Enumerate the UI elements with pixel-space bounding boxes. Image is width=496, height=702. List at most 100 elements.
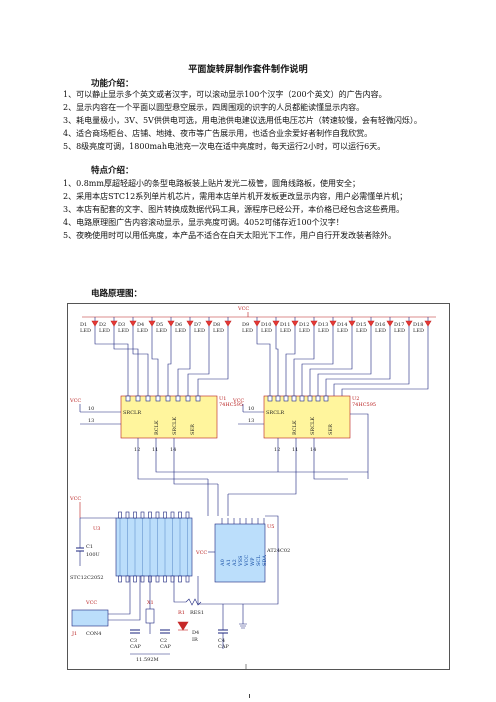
section-heading-features: 功能介绍： — [91, 79, 134, 89]
eeprom-pin-scl: SCL — [256, 555, 262, 566]
ir-diode-icon — [177, 621, 189, 631]
c4-label: C4 — [218, 638, 225, 644]
svg-text:D14: D14 — [337, 322, 347, 328]
svg-text:LED: LED — [375, 328, 386, 334]
list-item: 1、0.8mm厚超轻超小的条型电路板装上贴片发光二极管，圆角线路板，使用安全； — [63, 179, 360, 188]
list-item: 4、适合商场柜台、店铺、地摊、夜市等广告展示用，也适合业余爱好者制作自我欣赏。 — [63, 129, 373, 138]
svg-text:D13: D13 — [318, 322, 328, 328]
eeprom-pin-vcc: VCC — [244, 555, 250, 567]
svg-text:LED: LED — [394, 328, 405, 334]
svg-text:LED: LED — [280, 328, 291, 334]
svg-text:D6: D6 — [175, 322, 182, 328]
list-item: 3、本店有配套的文字、图片转换成数据代码工具，源程序已经公开，本价格已经包含这些… — [63, 205, 405, 214]
vcc-label-u1: VCC — [69, 398, 81, 404]
svg-text:LED: LED — [242, 328, 253, 334]
x1-crystal — [145, 608, 155, 624]
schematic-drawing: VCC D1LEDD2LEDD3LEDD4LEDD5LEDD6LEDD7LEDD… — [69, 306, 436, 669]
svg-text:11: 11 — [292, 447, 298, 453]
svg-text:CAP: CAP — [160, 644, 171, 650]
svg-text:D4: D4 — [137, 322, 144, 328]
svg-text:LED: LED — [337, 328, 348, 334]
svg-text:D3: D3 — [118, 322, 125, 328]
u5-eeprom — [214, 523, 266, 583]
schematic-heading: 电路原理图： — [91, 289, 143, 299]
eeprom-pin-vss: VSS — [238, 555, 244, 567]
j1-part: CON4 — [86, 631, 101, 637]
list-item: 3、耗电量极小，3V、5V供供电可选，用电池供电建议选用低电压芯片（转速较慢，会… — [63, 116, 422, 125]
svg-text:LED: LED — [299, 328, 310, 334]
u3-mcu — [115, 517, 193, 577]
c1-label: C1 — [86, 544, 93, 550]
d4-label: D4 — [192, 630, 199, 636]
svg-text:LED: LED — [99, 328, 110, 334]
c3-label: C3 — [130, 638, 137, 644]
svg-text:D16: D16 — [375, 322, 385, 328]
svg-text:LED: LED — [80, 328, 91, 334]
characteristics-list: 1、0.8mm厚超轻超小的条型电路板装上贴片发光二极管，圆角线路板，使用安全； … — [63, 177, 441, 242]
c2-label: C2 — [160, 638, 167, 644]
eeprom-pin-sda: SDA — [262, 555, 268, 566]
u1-chip — [120, 395, 218, 439]
r1-resistor — [185, 598, 202, 606]
u2-pin-ser: SER — [328, 424, 334, 435]
r1-part: RES1 — [190, 610, 204, 616]
svg-text:LED: LED — [137, 328, 148, 334]
list-item: 1、可以静止显示多个英文或者汉字，可以滚动显示100个汉字（200个英文）的广告… — [63, 90, 387, 99]
svg-text:D1: D1 — [80, 322, 87, 328]
svg-text:14: 14 — [170, 447, 176, 453]
svg-text:12: 12 — [134, 447, 140, 453]
list-item: 5、夜晚使用时可以用低亮度，本产品不适合在白天太阳光下工作，用户自行开发改装者除… — [63, 231, 397, 240]
svg-text:D17: D17 — [394, 322, 404, 328]
u1-pin-ser: SER — [190, 424, 196, 435]
list-item: 2、采用本店STC12系列单片机芯片，需用本店单片机开发板更改显示内容，用户必需… — [63, 192, 408, 201]
svg-text:D2: D2 — [99, 322, 106, 328]
u1-label: U1 — [219, 396, 226, 402]
svg-text:LED: LED — [413, 328, 424, 334]
vcc-label-u3: VCC — [69, 496, 81, 502]
eeprom-pin-a1: A1 — [226, 559, 232, 567]
svg-text:LED: LED — [156, 328, 167, 334]
svg-text:D7: D7 — [194, 322, 201, 328]
svg-text:10: 10 — [248, 406, 254, 412]
list-item: 5、8级亮度可调，1800mah电池充一次电在适中亮度时，每天运行2小时，可以运… — [63, 142, 386, 151]
svg-text:D9: D9 — [242, 322, 249, 328]
u5-label: U5 — [267, 524, 274, 530]
svg-text:D10: D10 — [261, 322, 271, 328]
svg-text:14: 14 — [310, 447, 316, 453]
list-item: 2、显示内容在一个平面以圆型悬空展示，四周围观的识字的人员都能读懂显示内容。 — [63, 103, 365, 112]
u2-chip — [263, 395, 351, 439]
u2-label: U2 — [352, 396, 359, 402]
c1-value: 100U — [86, 552, 100, 558]
j1-label: J1 — [71, 631, 77, 637]
svg-text:D11: D11 — [280, 322, 290, 328]
svg-text:D12: D12 — [299, 322, 309, 328]
vcc-label-u2: VCC — [232, 398, 244, 404]
u1-pin-sclr: SRCLR — [123, 410, 141, 416]
u2-pin-sclr: SRCLR — [266, 410, 284, 416]
svg-text:13: 13 — [88, 418, 94, 424]
vcc-label-u5: VCC — [195, 550, 207, 556]
vcc-label-top: VCC — [237, 306, 249, 312]
x1-value: 11.592M — [136, 657, 159, 663]
svg-text:LED: LED — [356, 328, 367, 334]
u3-part: STC12C2052 — [70, 575, 104, 581]
j1-connector — [71, 609, 109, 627]
svg-text:D8: D8 — [213, 322, 220, 328]
document-title: 平面旋转屏制作套件制作说明 — [188, 65, 308, 75]
svg-text:10: 10 — [88, 406, 94, 412]
d4-value: IR — [192, 637, 198, 643]
